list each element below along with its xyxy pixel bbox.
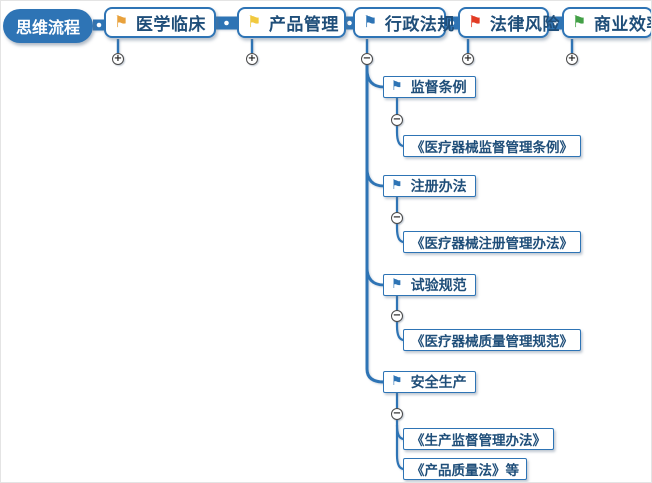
node-label: 监督条例 (410, 80, 467, 96)
collapse-button-supervision[interactable]: − (391, 114, 403, 126)
expand-button-business[interactable]: + (566, 53, 578, 65)
expand-button-product[interactable]: + (246, 53, 258, 65)
detail-node-registration-measures[interactable]: 《医疗器械注册管理办法》 (403, 231, 581, 253)
node-label: 《医疗器械注册管理办法》 (411, 236, 573, 252)
flag-icon: ⚑ (572, 11, 587, 31)
flag-icon: ⚑ (468, 11, 483, 31)
node-label: 《生产监督管理办法》 (411, 433, 546, 449)
node-label: 注册办法 (410, 179, 467, 195)
node-label: 医学临床 (135, 15, 206, 35)
node-label: 行政法规 (384, 15, 455, 35)
root-label: 思维流程 (15, 18, 80, 37)
topic-node-regulation[interactable]: ⚑ 行政法规 (353, 7, 454, 38)
node-label: 《医疗器械质量管理规范》 (411, 334, 573, 350)
collapse-button-trial[interactable]: − (391, 310, 403, 322)
node-label: 法律风险 (489, 15, 560, 35)
flag-icon: ⚑ (391, 78, 403, 94)
detail-node-production-supervision[interactable]: 《生产监督管理办法》 (403, 428, 554, 450)
collapse-button-safety[interactable]: − (391, 408, 403, 420)
topic-node-medical[interactable]: ⚑ 医学临床 (104, 7, 216, 38)
subtopic-node-trial[interactable]: ⚑ 试验规范 (383, 274, 476, 296)
topic-node-product[interactable]: ⚑ 产品管理 (237, 7, 346, 38)
flag-icon: ⚑ (247, 11, 262, 31)
detail-node-supervision-regulation[interactable]: 《医疗器械监督管理条例》 (403, 135, 581, 157)
expand-button-medical[interactable]: + (112, 53, 124, 65)
flag-icon: ⚑ (363, 11, 378, 31)
collapse-button-registration[interactable]: − (391, 212, 403, 224)
flag-icon: ⚑ (391, 276, 403, 292)
node-label: 商业效率 (593, 15, 651, 35)
flag-icon: ⚑ (391, 177, 403, 193)
subtopic-node-supervision[interactable]: ⚑ 监督条例 (383, 76, 476, 98)
node-label: 产品管理 (268, 15, 339, 35)
node-label: 安全生产 (410, 375, 467, 391)
detail-node-product-quality-law[interactable]: 《产品质量法》等 (403, 458, 527, 480)
detail-node-quality-standard[interactable]: 《医疗器械质量管理规范》 (403, 329, 581, 351)
flag-icon: ⚑ (114, 11, 129, 31)
topic-node-business[interactable]: ⚑ 商业效率 (562, 7, 651, 38)
subtopic-node-registration[interactable]: ⚑ 注册办法 (383, 175, 476, 197)
node-label: 《产品质量法》等 (411, 463, 519, 479)
flag-icon: ⚑ (391, 373, 403, 389)
subtopic-node-safety[interactable]: ⚑ 安全生产 (383, 371, 476, 393)
node-label: 试验规范 (410, 278, 467, 294)
collapse-button-regulation[interactable]: − (361, 53, 373, 65)
root-node[interactable]: 思维流程 (3, 9, 93, 43)
topic-node-legal[interactable]: ⚑ 法律风险 (458, 7, 559, 38)
expand-button-legal[interactable]: + (462, 53, 474, 65)
node-label: 《医疗器械监督管理条例》 (411, 140, 573, 156)
